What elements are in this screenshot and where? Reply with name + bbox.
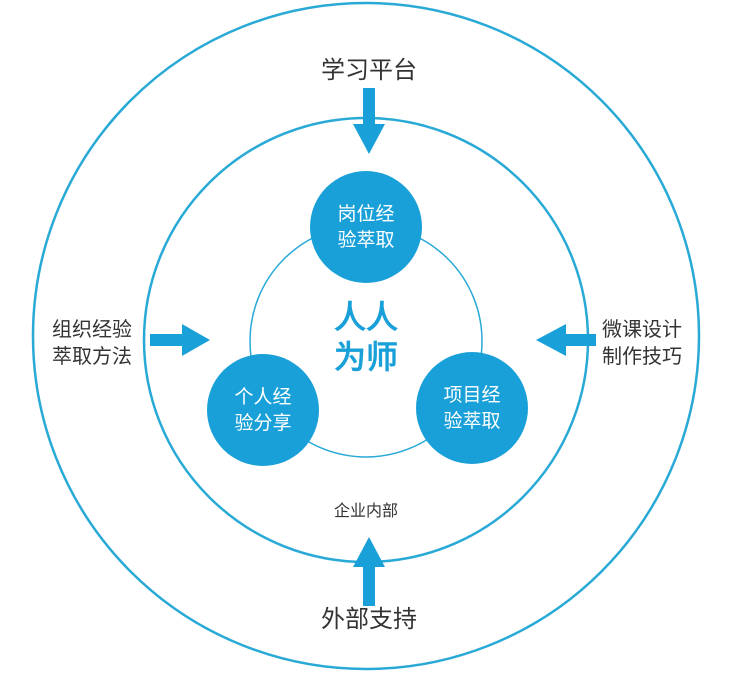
node-left-line1: 个人经 [234, 386, 292, 408]
ring-label-internal: 企业内部 [333, 501, 398, 520]
node-right-line2: 验萃取 [443, 410, 501, 432]
node-top-line2: 验萃取 [337, 229, 395, 251]
arrow-left-right [536, 324, 596, 356]
arrow-down-top [353, 88, 385, 154]
center-title-line2: 为师 [333, 338, 398, 376]
node-right-line1: 项目经 [443, 384, 501, 406]
label-bottom: 外部支持 [321, 605, 417, 633]
node-left-line2: 验分享 [234, 412, 292, 434]
node-top [310, 171, 422, 283]
node-top-line1: 岗位经 [337, 203, 395, 225]
label-right-line1: 微课设计 [602, 317, 682, 341]
center-title-line1: 人人 [333, 298, 398, 336]
label-left-line1: 组织经验 [52, 317, 132, 341]
label-right-line2: 制作技巧 [602, 344, 682, 368]
arrow-right-left [150, 324, 210, 356]
node-right [416, 352, 528, 464]
label-top: 学习平台 [321, 56, 417, 84]
label-left-line2: 萃取方法 [52, 344, 132, 368]
node-left [207, 354, 319, 466]
outer-ring [31, 1, 701, 671]
arrow-up-bottom [353, 537, 385, 606]
